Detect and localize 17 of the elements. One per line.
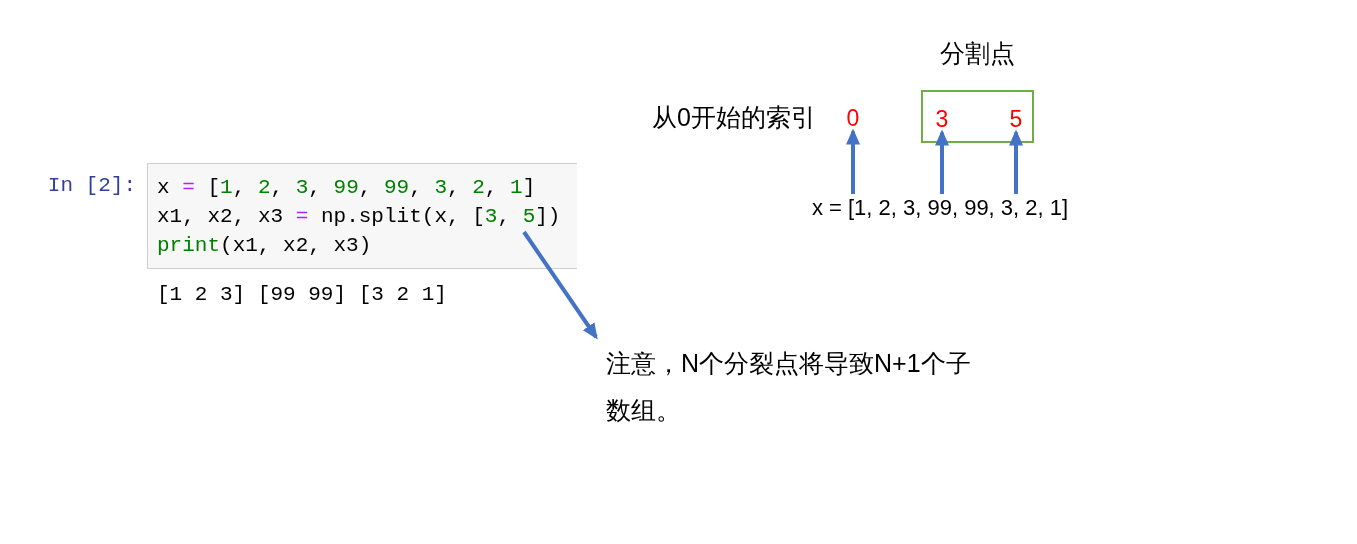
- arrow: [846, 128, 860, 194]
- arrow: [1009, 129, 1023, 194]
- index-number: 3: [935, 106, 949, 132]
- array-text: x = [1, 2, 3, 99, 99, 3, 2, 1]: [811, 195, 1069, 221]
- group-heading: 分割点: [940, 38, 1015, 68]
- input-prompt: In [2]:: [47, 173, 136, 199]
- code-line: x1, x2, x3 = np.split(x, [3, 5]): [157, 204, 561, 230]
- arrow: [522, 230, 598, 340]
- code-line: print(x1, x2, x3): [157, 233, 372, 259]
- caption-text: 从0开始的索引: [652, 102, 816, 132]
- index-number: 0: [846, 105, 860, 131]
- code-line: x = [1, 2, 3, 99, 99, 3, 2, 1]: [157, 175, 536, 201]
- index-number: 5: [1009, 106, 1023, 132]
- output-text: [1 2 3] [99 99] [3 2 1]: [157, 282, 447, 308]
- arrow: [935, 129, 949, 194]
- code-cell: [147, 163, 577, 269]
- note-text: 注意，N个分裂点将导致N+1个子数组。: [606, 340, 990, 434]
